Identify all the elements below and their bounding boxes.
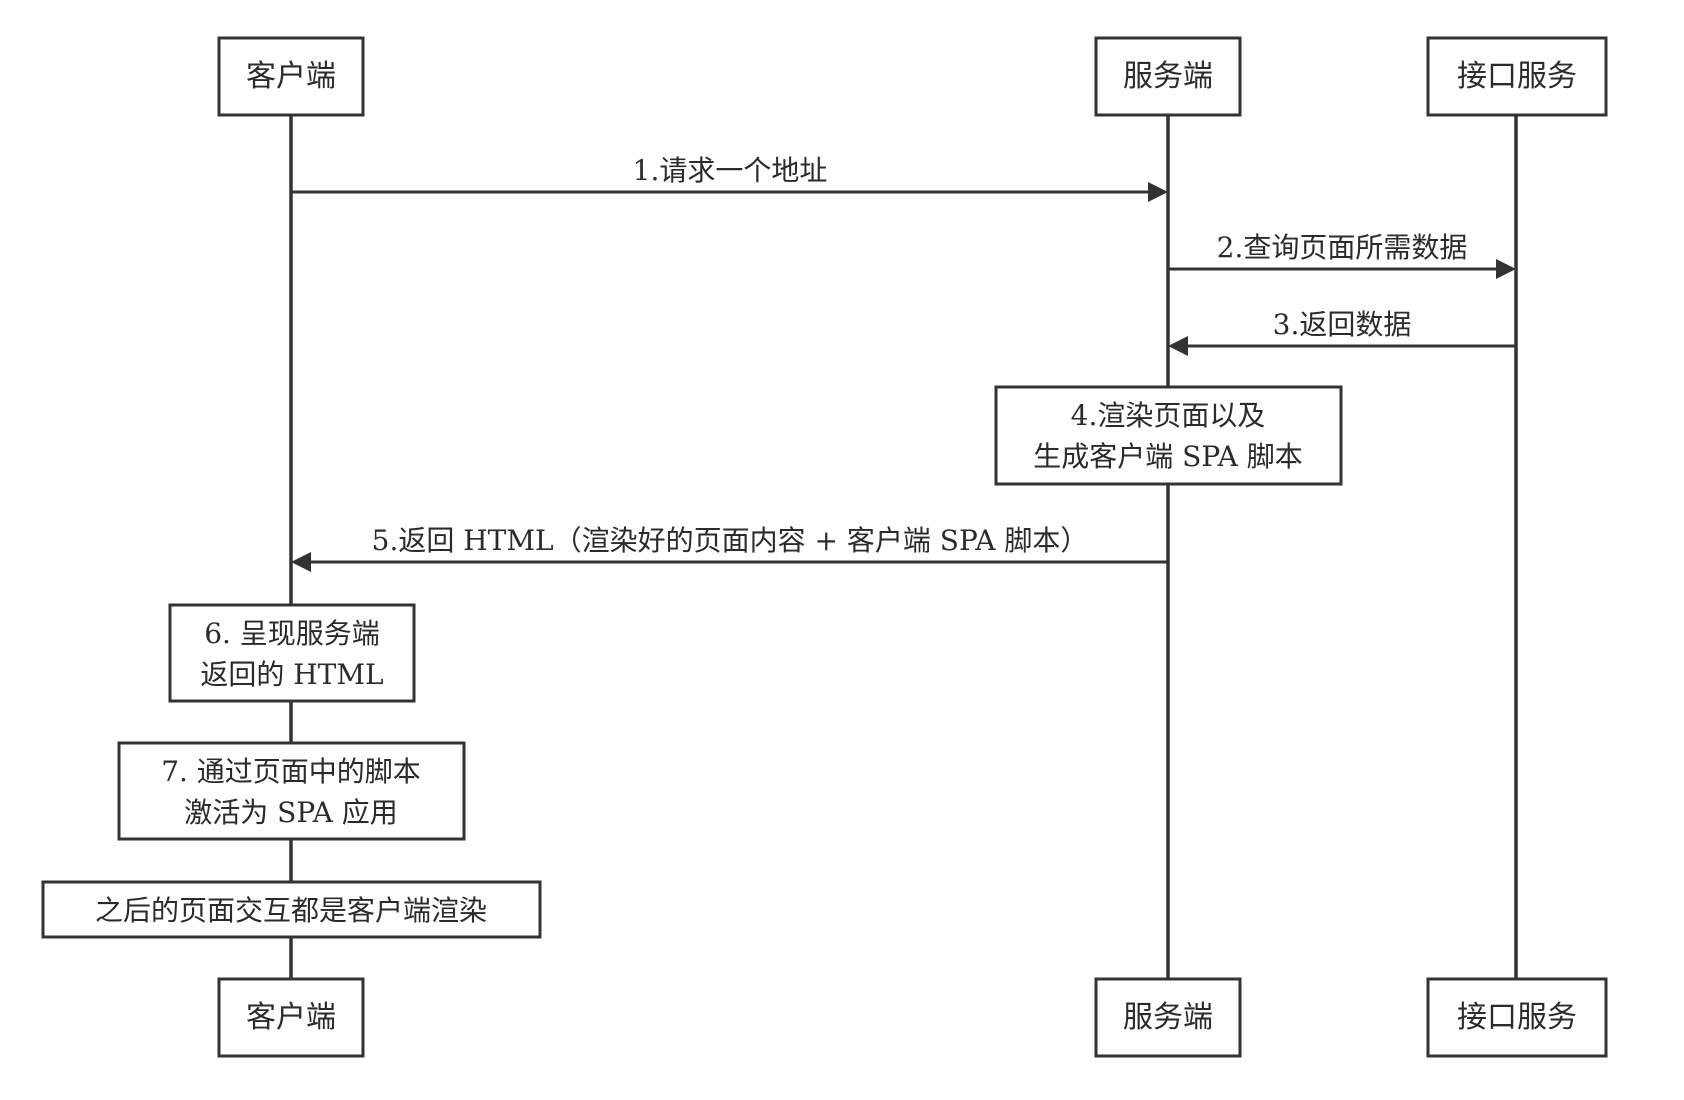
message-5-label: 5.返回 HTML（渲染好的页面内容 + 客户端 SPA 脚本） bbox=[372, 524, 1089, 557]
participant-api-top: 接口服务 bbox=[1426, 36, 1608, 117]
participant-api-top-label: 接口服务 bbox=[1457, 59, 1577, 94]
note-activate-line-2: 激活为 SPA 应用 bbox=[184, 796, 397, 829]
arrow-head-right-icon bbox=[1148, 182, 1168, 202]
note-present-line-2: 返回的 HTML bbox=[200, 658, 383, 691]
note-present-line-1: 6. 呈现服务端 bbox=[204, 617, 380, 650]
participant-server-top: 服务端 bbox=[1094, 36, 1242, 117]
participant-server-bottom: 服务端 bbox=[1094, 977, 1242, 1058]
participant-client-bottom-label: 客户端 bbox=[246, 1000, 336, 1035]
note-render-line-2: 生成客户端 SPA 脚本 bbox=[1033, 440, 1302, 473]
participant-client-top-label: 客户端 bbox=[246, 59, 336, 94]
participant-client-top: 客户端 bbox=[217, 36, 365, 117]
arrow-head-left-icon bbox=[1168, 336, 1188, 356]
note-client-render-line-1: 之后的页面交互都是客户端渲染 bbox=[95, 894, 487, 927]
note-present: 6. 呈现服务端 返回的 HTML bbox=[168, 603, 416, 703]
note-render-line-1: 4.渲染页面以及 bbox=[1071, 399, 1266, 432]
message-2: 2.查询页面所需数据 bbox=[1168, 231, 1516, 279]
message-5: 5.返回 HTML（渲染好的页面内容 + 客户端 SPA 脚本） bbox=[291, 524, 1168, 572]
message-1: 1.请求一个地址 bbox=[291, 154, 1168, 202]
message-3: 3.返回数据 bbox=[1168, 308, 1516, 356]
message-2-label: 2.查询页面所需数据 bbox=[1217, 231, 1468, 264]
message-3-label: 3.返回数据 bbox=[1273, 308, 1412, 341]
note-render: 4.渲染页面以及 生成客户端 SPA 脚本 bbox=[994, 385, 1343, 486]
participant-api-bottom-label: 接口服务 bbox=[1457, 1000, 1577, 1035]
participant-client-bottom: 客户端 bbox=[217, 977, 365, 1058]
note-client-render: 之后的页面交互都是客户端渲染 bbox=[41, 880, 542, 939]
participant-server-bottom-label: 服务端 bbox=[1123, 1000, 1213, 1035]
note-activate-line-1: 7. 通过页面中的脚本 bbox=[161, 755, 421, 788]
participant-server-top-label: 服务端 bbox=[1123, 59, 1213, 94]
participant-api-bottom: 接口服务 bbox=[1426, 977, 1608, 1058]
message-1-label: 1.请求一个地址 bbox=[633, 154, 828, 187]
arrow-head-left-icon bbox=[291, 552, 311, 572]
arrow-head-right-icon bbox=[1496, 259, 1516, 279]
note-activate: 7. 通过页面中的脚本 激活为 SPA 应用 bbox=[117, 741, 466, 841]
